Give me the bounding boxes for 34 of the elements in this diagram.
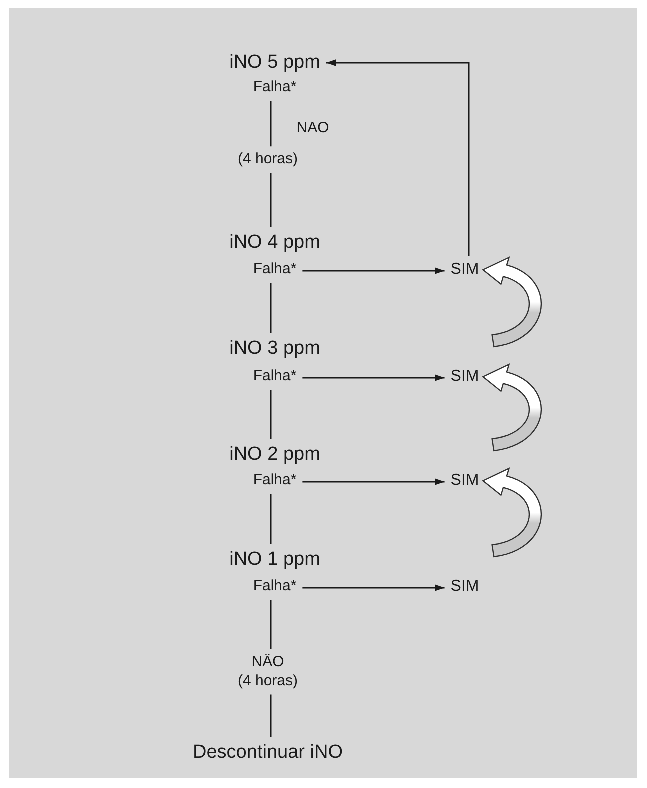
connector-line	[270, 694, 272, 738]
node-text: (4 horas)	[238, 150, 298, 170]
node-text: Descontinuar iNO	[193, 741, 343, 765]
node-text: iNO 1 ppm	[230, 548, 320, 572]
curved-block-arrow	[482, 256, 542, 348]
arrow	[302, 374, 445, 382]
node-text: (4 horas)	[238, 672, 298, 691]
node-text: Falha*	[253, 578, 297, 596]
connector-line	[270, 283, 272, 334]
branch-label: NAO	[296, 120, 330, 136]
connector-line	[270, 101, 272, 147]
connector-line	[270, 173, 272, 228]
node-text: iNO 2 ppm	[230, 443, 320, 467]
connector-line	[270, 390, 272, 440]
node-text: iNO 5 ppm	[230, 51, 320, 75]
arrow	[326, 60, 470, 256]
node-text: SIM	[450, 367, 480, 387]
node-text: Falha*	[253, 260, 297, 280]
node-text: NÄO	[250, 653, 286, 672]
node-text: iNO 3 ppm	[230, 337, 320, 361]
node-text: SIM	[450, 471, 480, 491]
connector-line	[270, 494, 272, 544]
arrow	[302, 584, 445, 592]
node-text: SIM	[450, 577, 480, 597]
arrow	[302, 268, 445, 274]
curved-block-arrow	[482, 363, 542, 452]
node-text: iNO 4 ppm	[230, 231, 320, 255]
connector-line	[270, 600, 272, 650]
node-text: SIM	[450, 260, 480, 280]
node-text: Falha*	[253, 472, 297, 490]
curved-block-arrow	[482, 467, 542, 558]
node-text: Falha*	[253, 78, 297, 98]
node-text: Falha*	[253, 368, 297, 386]
arrow	[302, 478, 445, 486]
